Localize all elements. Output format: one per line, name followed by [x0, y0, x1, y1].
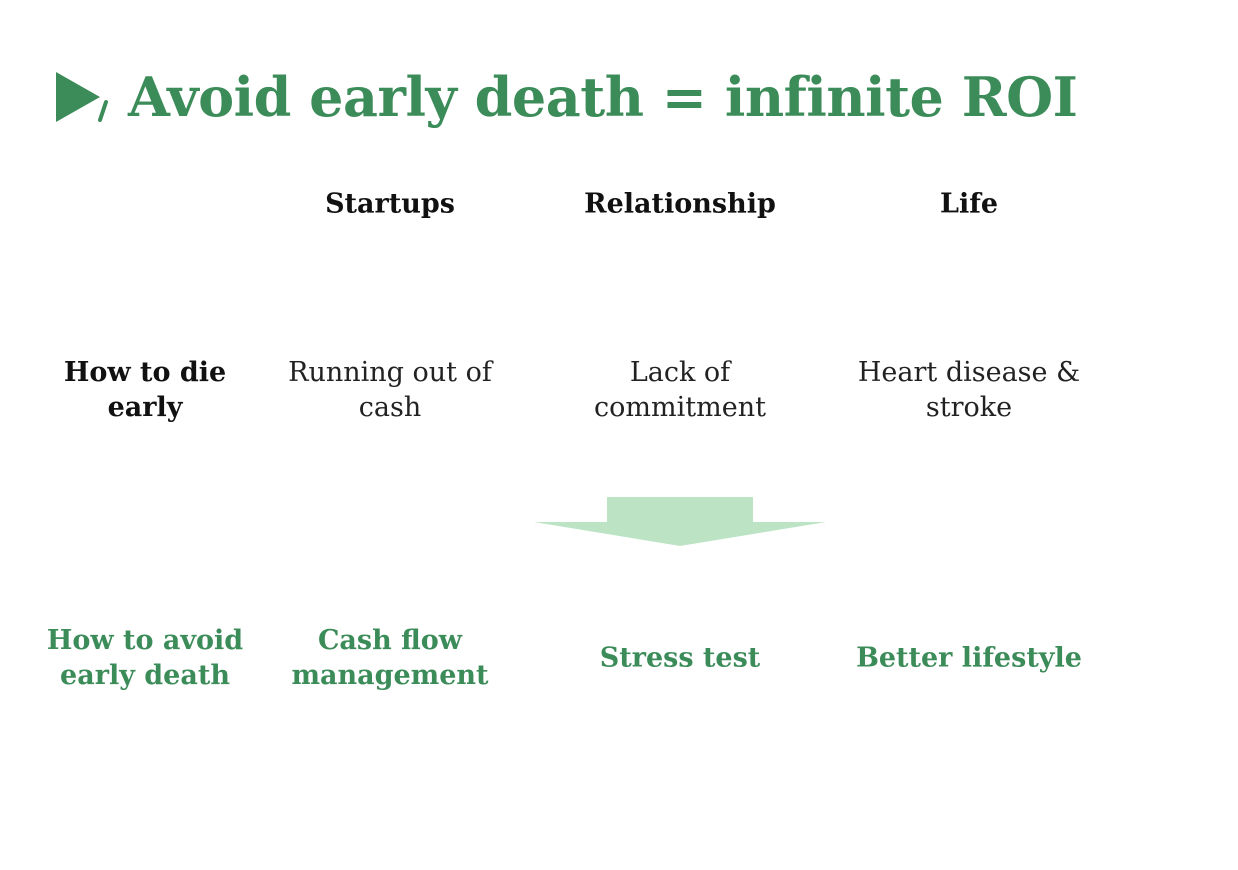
cell-life-die: Heart disease & stroke — [857, 357, 1081, 423]
column-header-relationship: Relationship — [584, 188, 776, 220]
cell-startups-die: Running out of cash — [288, 357, 492, 423]
row-header-die-early: How to die early — [63, 357, 227, 423]
cell-relationship-die: Lack of commitment — [594, 357, 766, 423]
column-header-startups: Startups — [325, 188, 455, 220]
cell-life-avoid: Better lifestyle — [856, 642, 1082, 674]
cell-startups-avoid: Cash flow management — [291, 625, 489, 691]
down-arrow-icon — [534, 497, 826, 546]
row-header-avoid-death: How to avoid early death — [46, 625, 244, 691]
cell-relationship-avoid: Stress test — [599, 642, 761, 674]
page-title: Avoid early death = infinite ROI — [128, 65, 1078, 129]
column-header-life: Life — [939, 188, 999, 220]
play-logo-icon — [56, 72, 108, 122]
